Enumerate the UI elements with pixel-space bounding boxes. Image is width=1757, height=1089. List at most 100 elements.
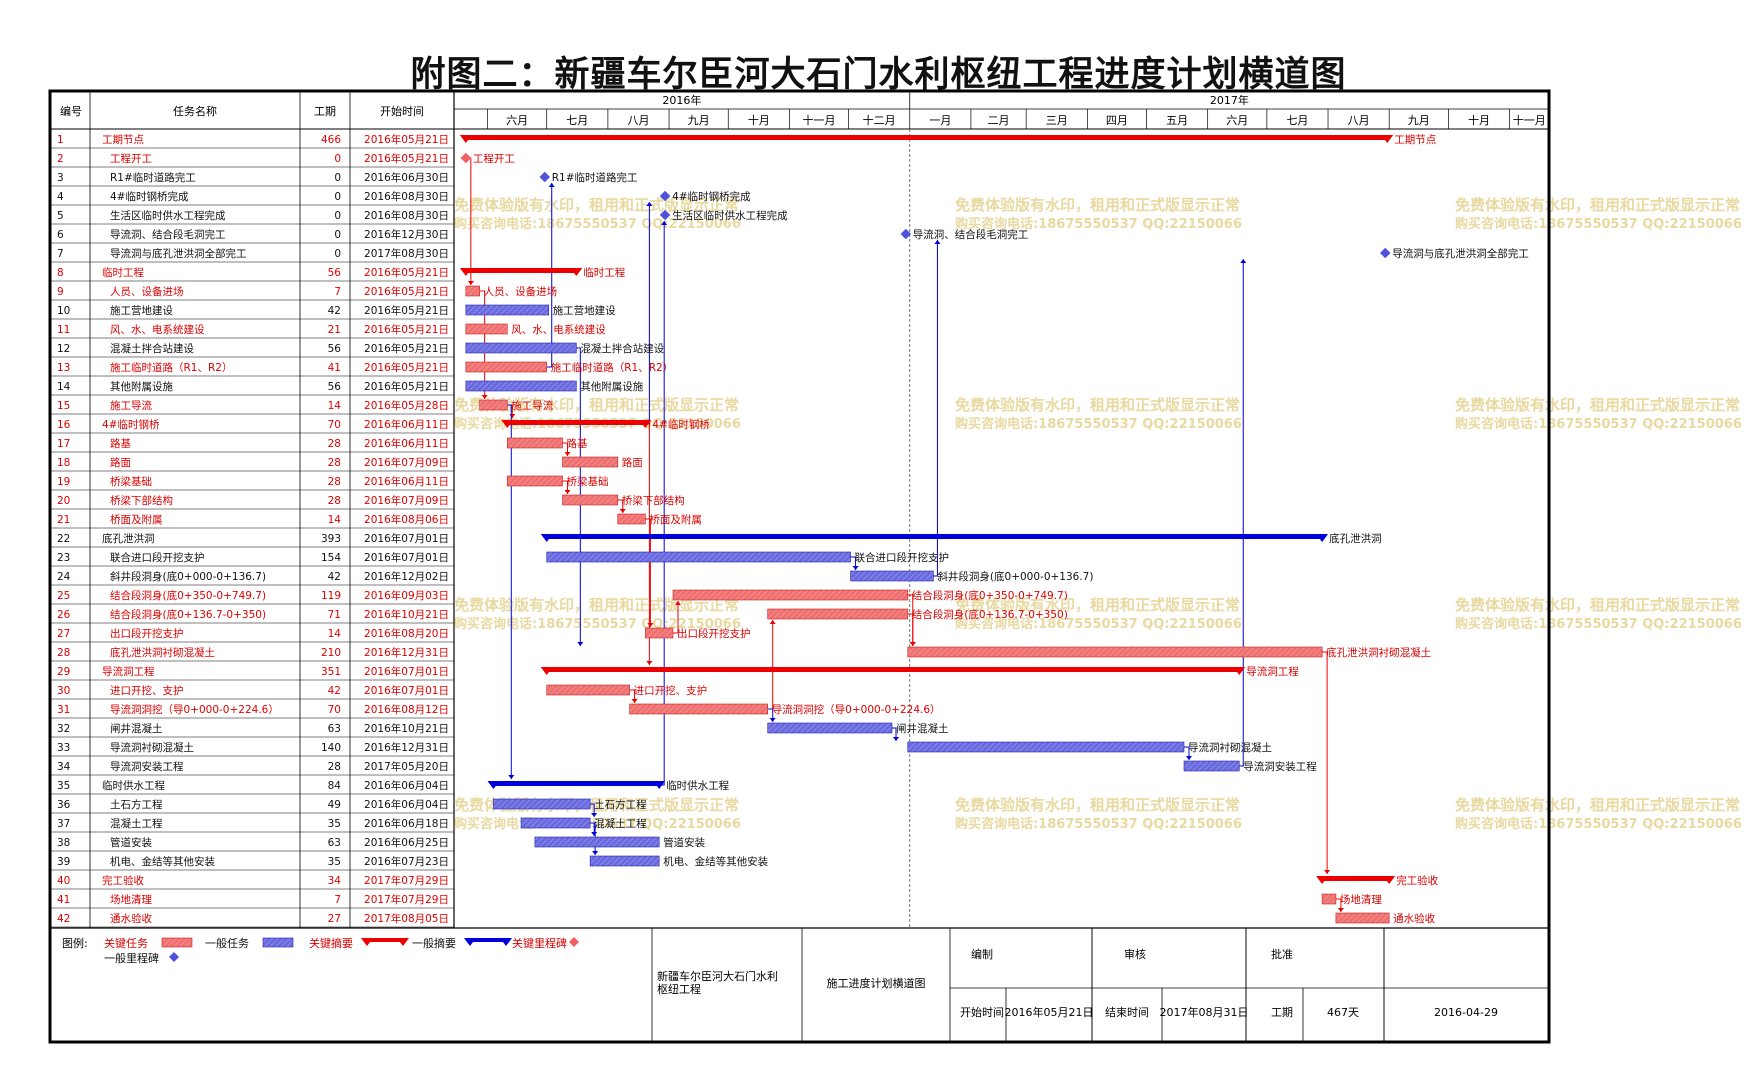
watermark-text: 免费体验版有水印，租用和正式版显示正常 [454, 596, 739, 614]
bar-label: 结合段洞身(底0+350-0+749.7) [912, 589, 1068, 602]
watermark-text: 购买咨询电话:18675550537 QQ:22150066 [955, 216, 1242, 232]
bar-label: 闸井混凝土 [896, 722, 949, 735]
summary-cap [1383, 876, 1396, 884]
task-bar [645, 627, 674, 639]
task-duration: 41 [328, 362, 341, 374]
task-name: 生活区临时供水工程完成 [110, 209, 226, 222]
task-name: 斜井段洞身(底0+000-0+136.7) [110, 570, 266, 583]
task-duration: 84 [328, 780, 342, 792]
dependency-arrow [564, 452, 571, 456]
bar-label: 施工营地建设 [553, 304, 616, 317]
task-name: 底孔泄洪洞衬砌混凝土 [110, 646, 215, 659]
task-bar [589, 855, 660, 867]
legend-swatch [500, 938, 512, 946]
footer-project: 新疆车尔臣河大石门水利 [657, 969, 778, 983]
task-duration: 56 [328, 267, 342, 279]
legend-label: 图例: [62, 936, 88, 950]
task-name: 桥面及附属 [110, 513, 163, 526]
task-start: 2016年05月21日 [364, 152, 449, 165]
task-bar [465, 342, 577, 354]
task-bar [465, 361, 548, 373]
task-start: 2016年05月21日 [364, 285, 449, 298]
task-id: 29 [57, 666, 70, 678]
bar-label: 联合进口段开挖支护 [855, 551, 950, 564]
task-id: 10 [57, 305, 70, 317]
month-label: 六月 [1226, 114, 1248, 127]
task-id: 24 [57, 571, 71, 583]
task-bar [479, 399, 508, 411]
task-name: 临时工程 [102, 266, 144, 279]
task-id: 42 [57, 913, 70, 925]
bar-label: 混凝土拌合站建设 [580, 342, 664, 355]
summary-cap [540, 534, 553, 542]
task-start: 2016年05月21日 [364, 342, 449, 355]
task-duration: 393 [321, 533, 341, 545]
dependency-arrow [1240, 259, 1247, 263]
dependency-arrow [909, 642, 916, 646]
task-duration: 0 [334, 191, 341, 203]
task-id: 35 [57, 780, 70, 792]
dependency-arrow [1186, 756, 1192, 760]
month-label: 七月 [1286, 114, 1308, 127]
task-bar [546, 551, 851, 563]
watermark-text: 免费体验版有水印，租用和正式版显示正常 [454, 396, 739, 414]
legend-item-text: 关键任务 [104, 936, 148, 950]
task-start: 2016年05月21日 [364, 323, 449, 336]
task-duration: 351 [321, 666, 341, 678]
task-name: 风、水、电系统建设 [110, 323, 205, 336]
task-duration: 28 [328, 495, 341, 507]
task-name: 机电、金结等其他安装 [110, 855, 215, 868]
dependency-link [907, 613, 914, 646]
month-label: 六月 [506, 114, 528, 127]
task-bar [534, 836, 660, 848]
legend-swatch [470, 938, 506, 942]
bar-label: 路基 [567, 437, 588, 450]
task-start: 2016年08月20日 [364, 627, 449, 640]
bar-label: 底孔泄洪洞衬砌混凝土 [1326, 646, 1431, 659]
dependency-link [590, 803, 595, 817]
watermark-text: 购买咨询电话:18675550537 QQ:22150066 [1455, 816, 1742, 832]
task-id: 34 [57, 761, 71, 773]
watermark-text: 购买咨询电话:18675550537 QQ:22150066 [955, 416, 1242, 432]
task-id: 22 [57, 533, 70, 545]
task-duration: 49 [328, 799, 341, 811]
bar-label: 临时供水工程 [666, 779, 729, 792]
task-name: 土石方工程 [110, 798, 163, 811]
header-start: 开始时间 [380, 104, 424, 118]
task-name: 工程开工 [110, 153, 152, 165]
task-name: 导流洞洞挖（导0+000-0+224.6） [110, 703, 279, 716]
legend-item-text: 一般里程碑 [104, 952, 159, 965]
task-id: 36 [57, 799, 71, 811]
month-label: 八月 [1348, 114, 1370, 127]
bar-label: 导流洞工程 [1246, 665, 1299, 678]
dependency-link [562, 442, 569, 456]
task-duration: 0 [334, 153, 341, 165]
dependency-arrow [769, 718, 776, 722]
summary-bar [465, 135, 1388, 140]
footer-date: 2016-04-29 [1434, 1006, 1498, 1019]
task-name: 结合段洞身(底0+136.7-0+350) [110, 608, 266, 621]
month-label: 十月 [748, 113, 770, 127]
task-duration: 14 [328, 400, 342, 412]
dependency-arrow [675, 601, 681, 605]
task-start: 2016年07月01日 [364, 532, 449, 545]
task-bar [1335, 912, 1390, 924]
footer-plan-name: 施工进度计划横道图 [827, 976, 926, 990]
summary-cap [1381, 135, 1394, 143]
dependency-arrow [591, 813, 598, 817]
legend-item-text: 一般任务 [205, 937, 249, 950]
task-start: 2016年08月12日 [364, 703, 449, 716]
footer-duration-label: 工期 [1271, 1006, 1293, 1019]
task-start: 2016年12月31日 [364, 646, 449, 659]
task-id: 14 [57, 381, 71, 393]
task-duration: 42 [328, 571, 341, 583]
task-start: 2016年08月06日 [364, 513, 449, 526]
watermark-text: 购买咨询电话:18675550537 QQ:22150066 [955, 616, 1242, 632]
bar-label: 结合段洞身(底0+136.7-0+350) [912, 608, 1068, 621]
dependency-arrow [646, 661, 653, 665]
bar-label: 风、水、电系统建设 [511, 323, 606, 336]
footer-start-label: 开始时间 [960, 1005, 1004, 1019]
task-id: 18 [57, 457, 70, 469]
task-name: 桥梁下部结构 [110, 494, 173, 507]
legend-swatch [169, 952, 179, 962]
